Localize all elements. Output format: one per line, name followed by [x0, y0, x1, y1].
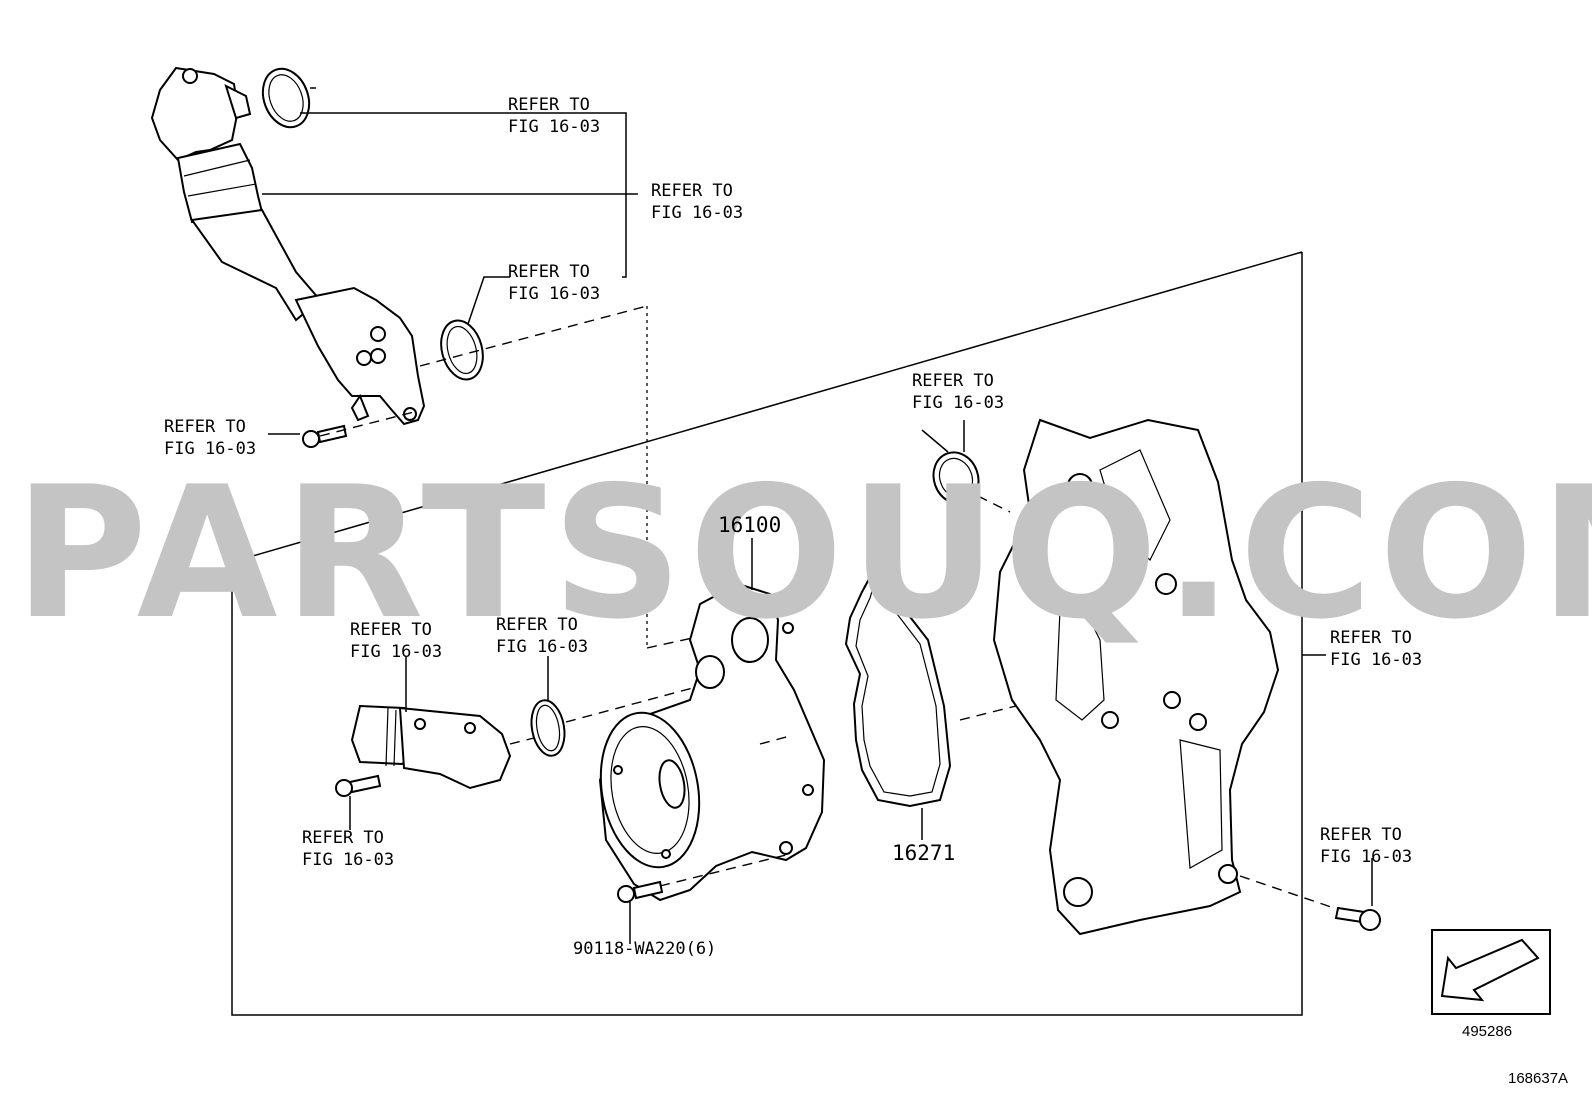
- refer-label-9: REFER TO FIG 16-03: [302, 828, 394, 870]
- refer-label-5-line2: FIG 16-03: [912, 393, 1004, 413]
- water-inlet-hose: [150, 66, 426, 426]
- refer-label-8-line2: FIG 16-03: [1330, 650, 1422, 670]
- part-number-water-pump: 16100: [718, 513, 781, 537]
- assembly-frame: [231, 251, 1303, 1016]
- refer-label-4-line2: FIG 16-03: [164, 439, 256, 459]
- refer-label-8-line1: REFER TO: [1330, 628, 1412, 648]
- thermostat-o-ring: [530, 699, 566, 757]
- refer-label-9-line2: FIG 16-03: [302, 850, 394, 870]
- illustration-number: 495286: [1462, 1023, 1512, 1040]
- part-number-bolt: 90118-WA220(6): [573, 939, 716, 959]
- engine-housing: [992, 418, 1280, 936]
- water-pump: [598, 582, 826, 902]
- figure-code: 168637A: [1508, 1070, 1568, 1087]
- refer-label-10: REFER TO FIG 16-03: [1320, 825, 1412, 867]
- front-direction-arrow-icon: [1431, 929, 1551, 1015]
- thermostat-bolt: [335, 774, 382, 797]
- refer-label-10-line2: FIG 16-03: [1320, 847, 1412, 867]
- upper-bolt: [302, 424, 348, 448]
- refer-label-2-line2: FIG 16-03: [651, 203, 743, 223]
- refer-label-9-line1: REFER TO: [302, 828, 384, 848]
- refer-label-4-line1: REFER TO: [164, 417, 246, 437]
- refer-label-7: REFER TO FIG 16-03: [496, 615, 588, 657]
- refer-label-6-line1: REFER TO: [350, 620, 432, 640]
- refer-label-5: REFER TO FIG 16-03: [912, 371, 1004, 413]
- refer-label-7-line2: FIG 16-03: [496, 637, 588, 657]
- refer-label-6: REFER TO FIG 16-03: [350, 620, 442, 662]
- part-number-gasket: 16271: [892, 841, 955, 865]
- housing-bolt: [1334, 906, 1381, 931]
- refer-label-3-line2: FIG 16-03: [508, 284, 600, 304]
- upper-o-ring: [261, 67, 311, 129]
- pump-bolt: [617, 880, 664, 903]
- refer-label-2: REFER TO FIG 16-03: [651, 181, 743, 223]
- refer-label-4: REFER TO FIG 16-03: [164, 417, 256, 459]
- refer-label-1-line1: REFER TO: [508, 95, 590, 115]
- refer-label-3-line1: REFER TO: [508, 262, 590, 282]
- refer-label-3: REFER TO FIG 16-03: [508, 262, 600, 304]
- refer-label-6-line2: FIG 16-03: [350, 642, 442, 662]
- refer-label-1: REFER TO FIG 16-03: [508, 95, 600, 137]
- refer-label-5-line1: REFER TO: [912, 371, 994, 391]
- watermark: PARTSOUQ.COM: [14, 447, 1592, 659]
- refer-label-1-line2: FIG 16-03: [508, 117, 600, 137]
- refer-label-8: REFER TO FIG 16-03: [1330, 628, 1422, 670]
- refer-label-2-line1: REFER TO: [651, 181, 733, 201]
- refer-label-7-line1: REFER TO: [496, 615, 578, 635]
- hose-clamp: [440, 319, 484, 381]
- pump-gasket: [844, 564, 952, 808]
- refer-label-10-line1: REFER TO: [1320, 825, 1402, 845]
- thermostat-housing: [350, 704, 512, 790]
